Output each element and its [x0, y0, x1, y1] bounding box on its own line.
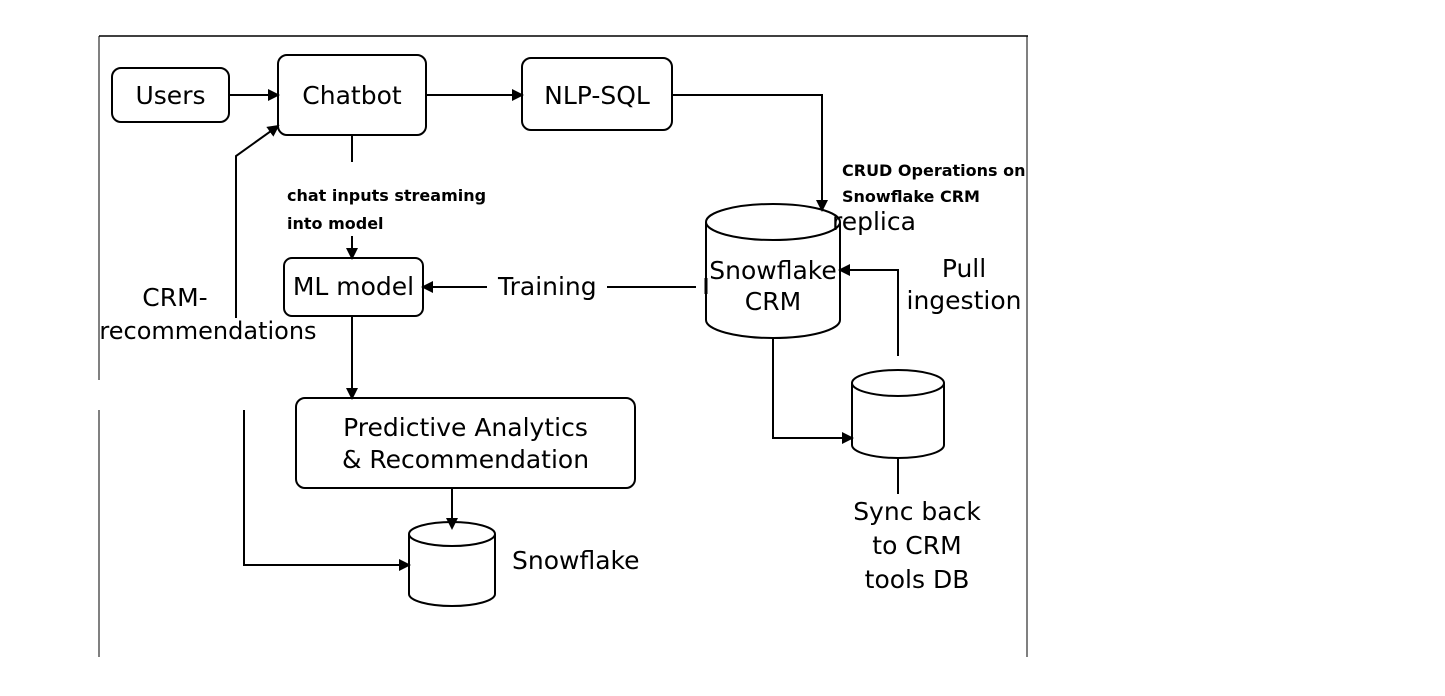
snowflake-crm-label-line2: CRM: [745, 287, 801, 316]
sync-label-line3: tools DB: [865, 565, 970, 594]
users-label: Users: [135, 81, 205, 110]
crm-recommendations-label-line1: CRM-: [142, 283, 207, 312]
crud-label-line1: CRUD Operations on: [842, 161, 1026, 180]
chatbot-node: Chatbot: [277, 54, 427, 136]
snowflake-database: [408, 521, 496, 607]
crud-label-line2: Snowflake CRM: [842, 187, 980, 206]
sync-label-line2: to CRM: [872, 531, 961, 560]
crm-recommendations-label-line2: recommendations: [99, 317, 316, 345]
chatbot-label: Chatbot: [302, 81, 402, 110]
snowflake-crm-database: Snowflake CRM: [705, 203, 841, 339]
arrow-crm-to-replica: [772, 338, 854, 444]
training-label: Training: [497, 272, 597, 301]
ml-model-label: ML model: [293, 272, 414, 301]
arrow-left-to-snowflake: [243, 410, 411, 571]
arrow-nlp-sql-to-crm: [672, 94, 828, 212]
predictive-analytics-node: Predictive Analytics & Recommendation: [295, 397, 636, 489]
users-node: Users: [111, 67, 230, 123]
nlp-sql-label: NLP-SQL: [544, 81, 650, 110]
nlp-sql-node: NLP-SQL: [521, 57, 673, 131]
predictive-label-line2: & Recommendation: [342, 445, 589, 474]
chat-inputs-label-line2: into model: [287, 214, 384, 233]
pull-label-line1: Pull: [942, 254, 986, 283]
snowflake-crm-label-line1: Snowflake: [709, 256, 837, 285]
chat-inputs-label-line1: chat inputs streaming: [287, 186, 486, 205]
snowflake-db-label: Snowflake: [512, 546, 640, 575]
arrow-pull-ingestion: [838, 264, 899, 356]
sync-label-line1: Sync back: [853, 497, 981, 526]
replica-label: replica: [832, 207, 916, 236]
predictive-label-line1: Predictive Analytics: [343, 413, 588, 442]
arrow-recommendations-to-chatbot: [235, 124, 280, 318]
crm-tools-database: [851, 369, 945, 459]
pull-label-line2: ingestion: [907, 286, 1022, 315]
ml-model-node: ML model: [283, 257, 424, 317]
